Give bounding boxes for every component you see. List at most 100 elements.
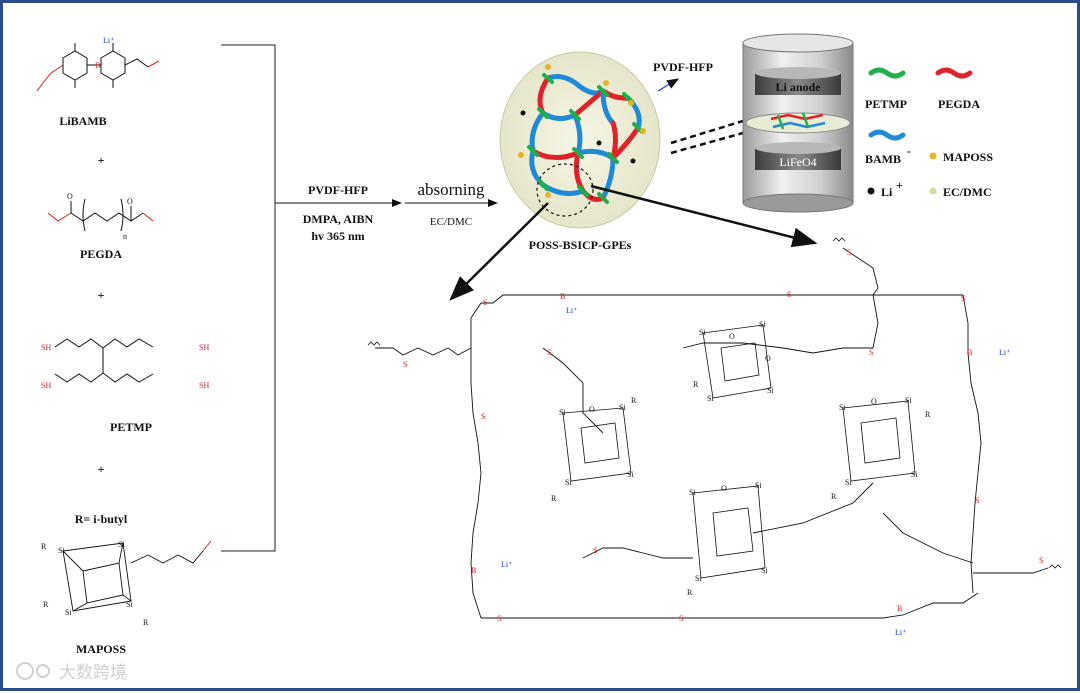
svg-text:B: B	[967, 348, 972, 357]
svg-text:B: B	[471, 566, 476, 575]
svg-text:S: S	[787, 290, 791, 299]
poss-cage-3	[692, 485, 766, 579]
maposs-si-4: Si	[65, 608, 72, 617]
battery-cell-illustration	[742, 33, 854, 213]
legend-petmp-swatch	[868, 67, 906, 79]
svg-text:Li⁺: Li⁺	[895, 628, 906, 637]
maposs-structure	[62, 540, 212, 612]
svg-text:S: S	[975, 496, 979, 505]
maposs-r-1: R	[41, 542, 47, 551]
absorbing-label: absorning	[417, 180, 485, 199]
watermark-text: 大数跨境	[59, 663, 127, 682]
svg-text:Si: Si	[761, 566, 768, 575]
svg-text:S: S	[483, 298, 487, 307]
borate-labels: B Li⁺ B Li⁺ B Li⁺ B Li⁺	[471, 292, 1010, 637]
pegda-o1: O	[67, 192, 73, 201]
dashed-connector-1	[670, 119, 744, 145]
svg-text:S: S	[679, 614, 683, 623]
svg-text:Si: Si	[845, 478, 852, 487]
svg-text:O: O	[729, 332, 735, 341]
svg-text:R: R	[551, 494, 557, 503]
svg-text:O: O	[871, 397, 877, 406]
svg-text:Si: Si	[689, 488, 696, 497]
plus-sign-1: +	[98, 153, 105, 167]
pegda-o2: O	[127, 197, 133, 206]
svg-text:Si: Si	[905, 396, 912, 405]
svg-text:S: S	[869, 348, 873, 357]
poss-cage-2	[562, 407, 632, 482]
svg-text:O: O	[765, 354, 771, 363]
maposs-si-1: Si	[58, 546, 65, 555]
svg-text:S: S	[593, 546, 597, 555]
maposs-r-2: R	[43, 600, 49, 609]
legend-bamb-swatch	[868, 129, 906, 141]
pegda-label: PEGDA	[80, 247, 122, 261]
libamb-label: LiBAMB	[59, 114, 106, 128]
reactant-bracket	[221, 44, 276, 552]
cell-cathode-label: LiFeO4	[779, 155, 816, 169]
svg-text:S: S	[547, 348, 551, 357]
svg-text:R: R	[693, 380, 699, 389]
plus-sign-3: +	[98, 462, 105, 476]
legend-ec-dmc-label: EC/DMC	[943, 185, 992, 199]
svg-text:O: O	[589, 405, 595, 414]
svg-text:S: S	[847, 248, 851, 257]
svg-text:Si: Si	[619, 403, 626, 412]
maposs-si-2: Si	[118, 540, 125, 549]
svg-text:Si: Si	[565, 478, 572, 487]
svg-text:Si: Si	[911, 470, 918, 479]
svg-text:R: R	[631, 396, 637, 405]
svg-text:Li⁺: Li⁺	[999, 348, 1010, 357]
legend-li-charge: +	[896, 178, 903, 192]
chain-end-top	[832, 237, 846, 242]
svg-text:Si: Si	[627, 470, 634, 479]
petmp-sh-3: SH	[41, 381, 51, 390]
legend-bamb-charge: -	[907, 144, 911, 158]
crosslinked-network-structure	[375, 247, 1049, 619]
legend-pegda-label: PEGDA	[938, 97, 980, 111]
legend-li-label: Li	[881, 185, 893, 199]
dashed-connector-2	[670, 131, 744, 155]
network-pvdf-label: PVDF-HFP	[653, 60, 713, 74]
poss-atom-labels: Si Si Si Si O O Si Si Si Si O Si Si Si S…	[551, 320, 931, 597]
svg-text:Si: Si	[559, 408, 566, 417]
petmp-label: PETMP	[110, 420, 152, 434]
legend: PETMP PEGDA BAMB - MAPOSS Li + EC/DMC	[865, 67, 993, 199]
libamb-structure	[36, 43, 160, 92]
svg-text:Si: Si	[839, 403, 846, 412]
svg-text:R: R	[925, 410, 931, 419]
petmp-structure	[54, 338, 154, 383]
sulfur-labels: S S S S S S S S S S S S S	[403, 248, 1043, 623]
maposs-si-3: Si	[126, 600, 133, 609]
pegda-structure	[47, 198, 154, 232]
svg-text:B: B	[560, 292, 565, 301]
maposs-label: MAPOSS	[76, 642, 126, 656]
svg-text:S: S	[961, 294, 965, 303]
chain-end-left	[367, 341, 381, 346]
libamb-li: Li⁺	[103, 36, 114, 45]
petmp-sh-2: SH	[199, 343, 209, 352]
zoom-arrow-left	[449, 202, 549, 301]
legend-ec-dmc-dot	[929, 187, 937, 195]
svg-text:Si: Si	[695, 574, 702, 583]
poss-cage-4	[842, 400, 916, 482]
reaction-scheme-diagram: B⁻ Li⁺ LiBAMB + O O n PEGDA + SH SH SH S…	[16, 33, 1062, 682]
legend-bamb-label: BAMB	[865, 152, 901, 166]
pegda-n: n	[123, 232, 127, 241]
legend-pegda-swatch	[935, 67, 973, 79]
solvent-label: EC/DMC	[430, 216, 472, 228]
legend-maposs-dot	[929, 152, 937, 160]
poss-cage-1	[702, 324, 772, 399]
libamb-boron: B⁻	[95, 61, 105, 70]
legend-maposs-label: MAPOSS	[943, 150, 993, 164]
svg-text:R: R	[687, 588, 693, 597]
cell-anode-label: Li anode	[775, 80, 821, 94]
petmp-sh-4: SH	[199, 381, 209, 390]
svg-text:Si: Si	[699, 328, 706, 337]
maposs-r-definition: R= i-butyl	[75, 512, 128, 526]
svg-text:S: S	[497, 614, 501, 623]
condition-uv: hv 365 nm	[311, 229, 364, 243]
condition-pvdf: PVDF-HFP	[308, 183, 368, 197]
legend-li-dot	[867, 187, 875, 195]
